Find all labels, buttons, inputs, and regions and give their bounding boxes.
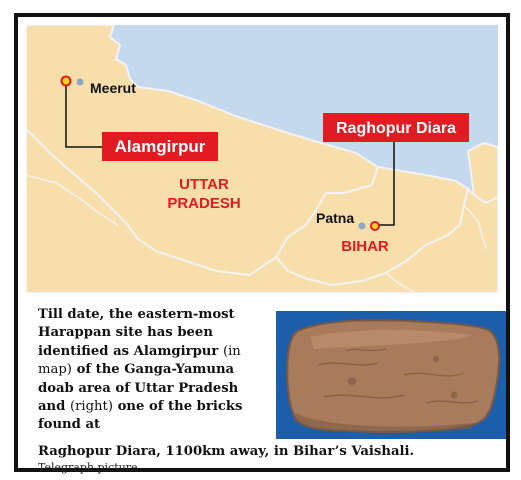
raghopur-diara-label: Raghopur Diara bbox=[336, 120, 456, 137]
caption-last-line: Raghopur Diara, 1100km away, in Bihar’s … bbox=[38, 444, 415, 459]
alamgirpur-leader-line bbox=[65, 83, 102, 148]
district-border bbox=[463, 204, 487, 250]
news-graphic-frame: Alamgirpur Raghopur Diara Meerut Patna U… bbox=[14, 13, 510, 474]
photo-credit: Telegraph picture bbox=[38, 461, 138, 474]
caption-part-4: (right) bbox=[69, 399, 113, 415]
brick-photo bbox=[276, 311, 506, 439]
meerut-label: Meerut bbox=[90, 80, 136, 96]
south-region bbox=[26, 127, 498, 293]
alamgirpur-label: Alamgirpur bbox=[115, 137, 206, 156]
caption: Till date, the eastern-most Harappan sit… bbox=[38, 306, 270, 435]
brick-shadow bbox=[294, 413, 474, 433]
brick-texture bbox=[317, 348, 479, 404]
caption-part-1: Till date, the eastern-most Harappan sit… bbox=[38, 307, 235, 359]
alamgirpur-marker bbox=[60, 75, 72, 87]
brick-pit bbox=[348, 377, 356, 385]
brick-pit bbox=[450, 391, 458, 399]
raghopur-diara-label-box bbox=[323, 113, 469, 142]
brick-highlight bbox=[310, 329, 472, 349]
district-border bbox=[385, 272, 417, 293]
patna-marker bbox=[358, 222, 366, 230]
map: Alamgirpur Raghopur Diara Meerut Patna U… bbox=[26, 25, 498, 293]
caption-part-2: (in map) bbox=[38, 343, 241, 378]
meerut-marker bbox=[76, 78, 84, 86]
alamgirpur-label-box bbox=[102, 132, 218, 161]
raghopur-leader-line bbox=[376, 131, 395, 226]
bihar-label: BIHAR bbox=[341, 238, 389, 255]
caption-part-3: of the Ganga-Yamuna doab area of Uttar P… bbox=[38, 362, 239, 415]
raghopur-diara-marker bbox=[370, 221, 380, 231]
pradesh-label: PRADESH bbox=[167, 195, 240, 212]
caption-part-5: one of the bricks found at bbox=[38, 399, 243, 433]
patna-label: Patna bbox=[316, 210, 354, 226]
uttar-label: UTTAR bbox=[179, 176, 229, 193]
district-border bbox=[26, 174, 119, 226]
brick-pit bbox=[433, 356, 439, 362]
